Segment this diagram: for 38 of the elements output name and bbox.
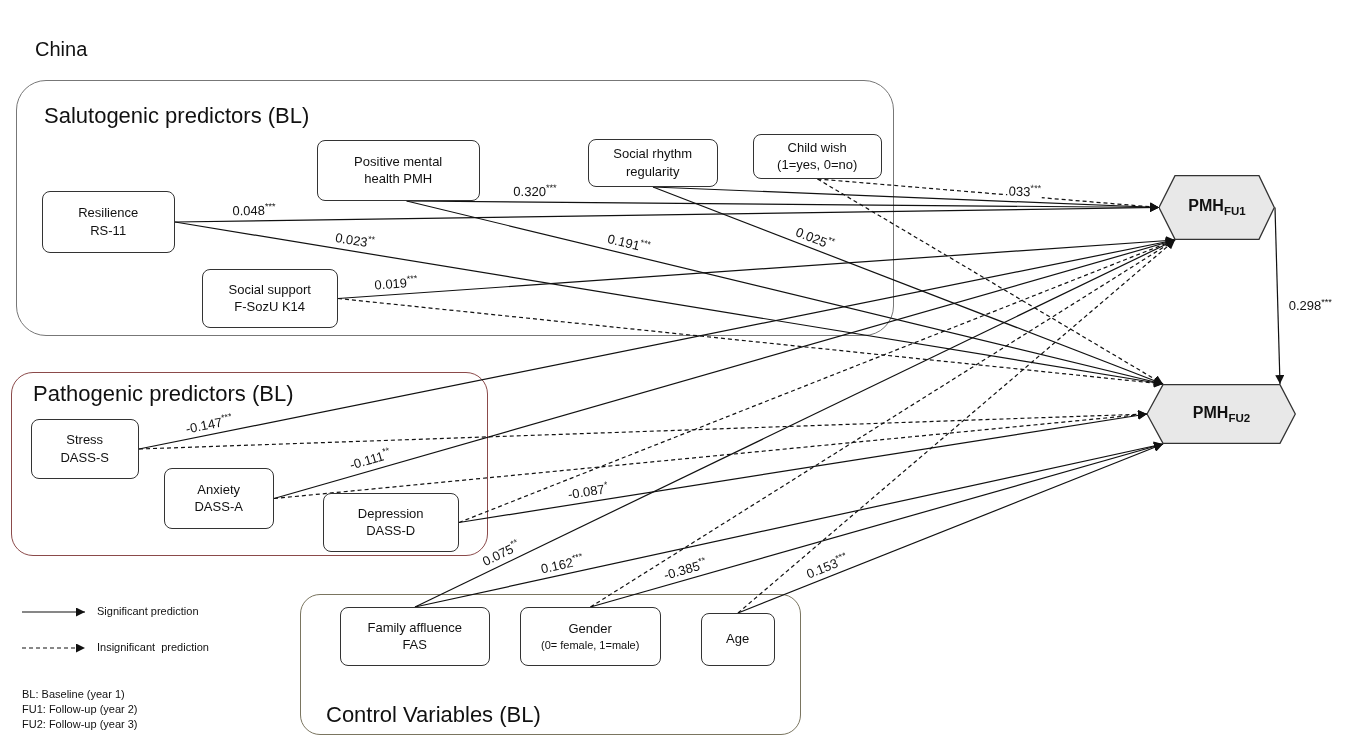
group-frame <box>300 594 801 735</box>
group-title: Pathogenic predictors (BL) <box>33 381 294 407</box>
variable-box: Anxiety DASS-A <box>163 467 274 529</box>
legend-label: Insignificant prediction <box>97 641 209 653</box>
outcome-label: PMH$_{FU2}$ <box>1192 403 1251 425</box>
abbreviation-note: FU2: Follow-up (year 3) <box>22 718 138 730</box>
variable-box: Social rhythm regularity <box>587 138 718 187</box>
group-title: Salutogenic predictors (BL) <box>44 103 310 129</box>
arrow <box>458 410 1148 524</box>
variable-box: Family affluence FAS <box>339 606 490 666</box>
edge-label: .033$^{***}$ <box>1003 181 1043 201</box>
variable-box <box>519 606 661 666</box>
group-title: Control Variables (BL) <box>326 702 541 728</box>
dashed-arrow <box>273 410 1148 500</box>
variable-box: Social support F-SozU K14 <box>201 268 338 328</box>
dashed-arrow <box>337 297 1164 388</box>
arrow <box>737 443 1164 614</box>
dashed-arrow <box>737 239 1176 614</box>
legend-label: Significant prediction <box>97 605 199 617</box>
edge-label: 0.048$^{***}$ <box>230 201 277 219</box>
edge-label: 0.320$^{***}$ <box>512 182 558 200</box>
variable-box: Positive mental health PMH <box>316 139 480 201</box>
variable-box: Stress DASS-S <box>30 418 139 479</box>
abbreviation-note: BL: Baseline (year 1) <box>22 688 125 700</box>
outcome-hexagon <box>1159 175 1275 240</box>
variable-name: Gender <box>568 620 612 638</box>
group-frame <box>16 80 894 336</box>
dashed-arrow <box>816 178 1164 385</box>
panel-title: China <box>35 38 88 61</box>
dashed-arrow <box>589 239 1176 608</box>
outcome-hexagon <box>1147 384 1296 444</box>
variable-box: Child wish (1=yes, 0=no) <box>752 133 882 179</box>
outcome-label: PMH$_{FU1}$ <box>1188 197 1246 218</box>
abbreviation-note: FU1: Follow-up (year 2) <box>22 703 138 715</box>
variable-box: Age <box>700 612 775 666</box>
variable-note: (0= female, 1=male) <box>540 637 640 653</box>
variable-box: Resilience RS-11 <box>41 190 175 253</box>
variable-box: Depression DASS-D <box>322 492 459 552</box>
